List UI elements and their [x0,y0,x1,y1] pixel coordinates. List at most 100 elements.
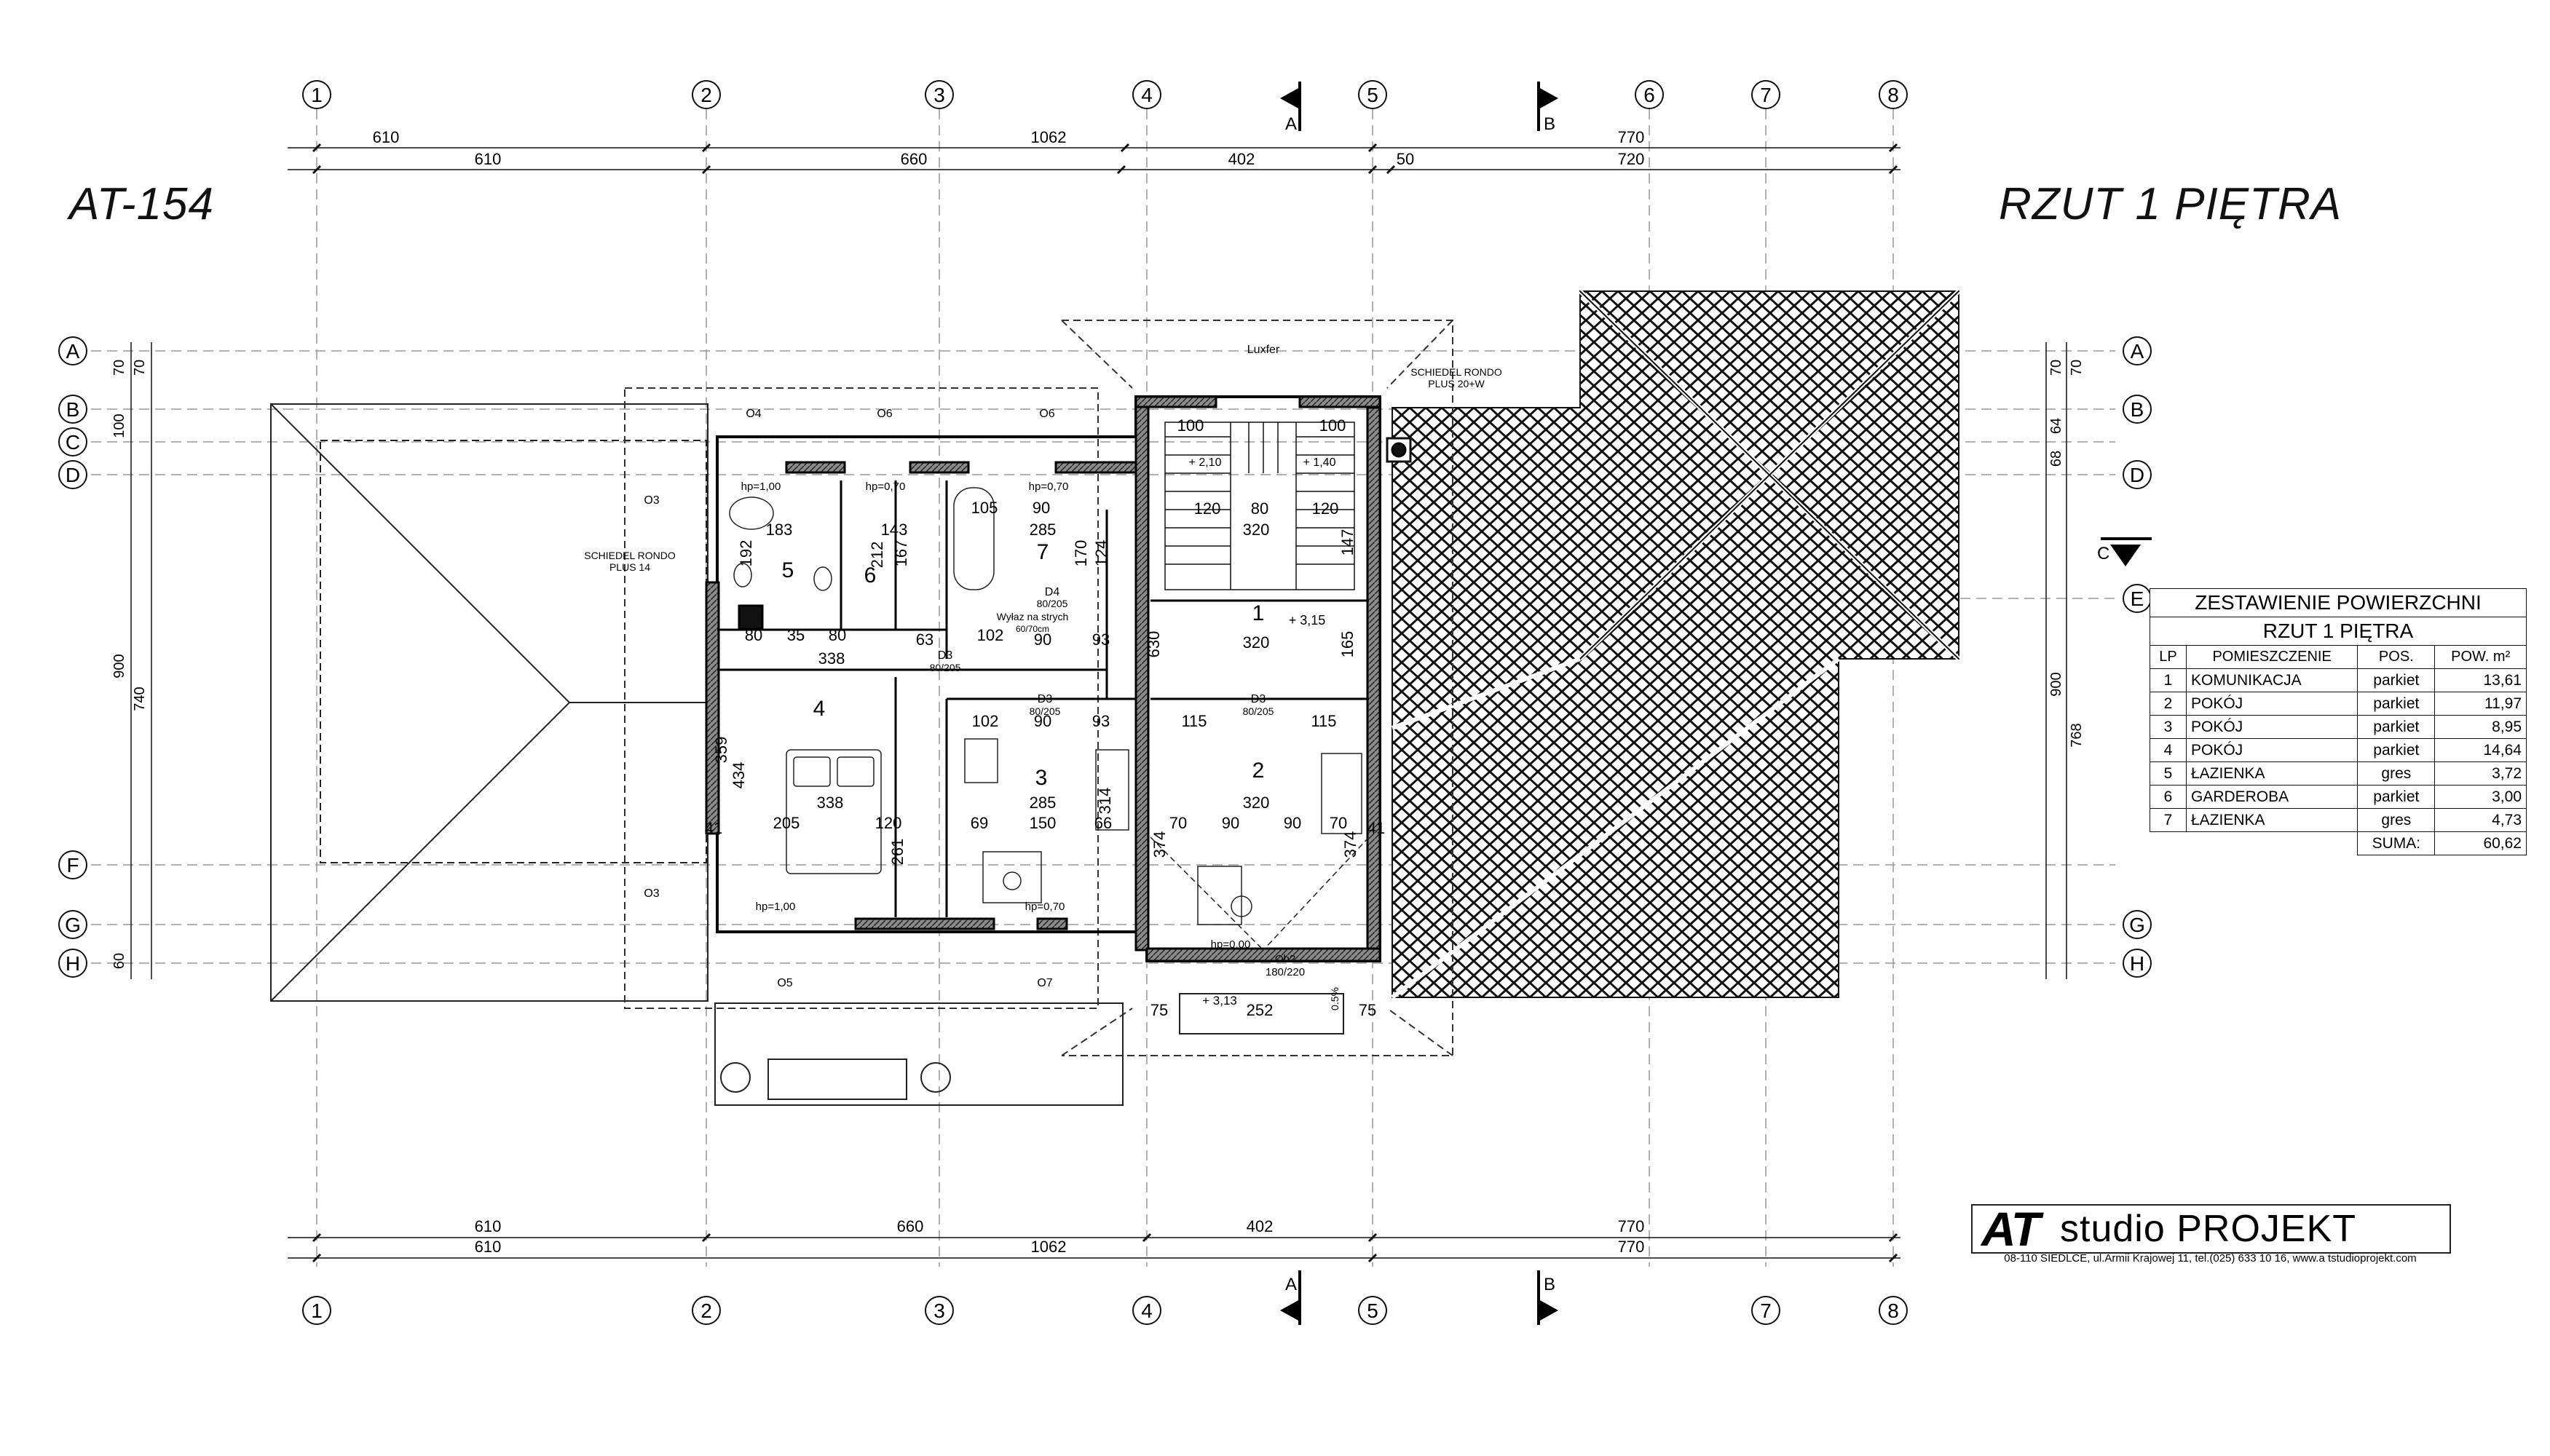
svg-text:A: A [1285,1275,1297,1294]
room-dimension: 66 [1094,814,1112,832]
plan-annotation: 0.5% [1329,987,1341,1010]
dim-label: 770 [1618,128,1645,146]
logo-mark: AT [1981,1202,2040,1256]
room-dimension: 41 [1367,819,1385,837]
room-dimension: 359 [712,737,730,764]
plan-annotation: 60/70cm [1016,624,1049,634]
plan-annotation: D4 [1045,586,1060,598]
plan-annotation: D3 [938,649,953,662]
plan-annotation: O4 [746,408,761,420]
axis-bubble-bottom: 5 [1358,1296,1387,1325]
svg-text:H: H [66,952,80,975]
dim-label: 768 [2069,723,2085,747]
room-dimension: 90 [1033,499,1050,517]
room-dimension: 120 [1312,499,1339,518]
room-dimension: 143 [881,521,908,539]
plan-annotation: hp=1,00 [756,901,796,913]
room-dimension: 102 [977,626,1004,644]
svg-text:7: 7 [1760,84,1772,106]
svg-text:3: 3 [933,84,945,106]
room-dimension: 285 [1030,794,1057,812]
logo-frame [1971,1204,2451,1254]
room-dimension: 120 [1194,499,1221,518]
svg-text:4: 4 [1141,84,1153,106]
room-dimension: 75 [1150,1001,1168,1019]
svg-text:B: B [1544,114,1555,134]
dim-label: 610 [475,150,502,168]
plan-annotation: O6 [1039,408,1054,420]
plan-annotation: 80/205 [930,662,961,673]
room-dimension: 374 [1341,831,1359,858]
plan-annotation: + 1,40 [1303,456,1336,469]
room-number: 3 [1035,766,1048,790]
dim-label: 70 [132,360,148,376]
plan-annotation: PLUS 14 [609,561,650,573]
row-lp: 4 [2150,738,2187,762]
room-number: 2 [1252,759,1265,783]
axis-bubble-left: G [58,910,87,939]
sum-label: SUMA: [2357,831,2436,855]
plan-annotation: + 2,10 [1189,456,1222,469]
svg-text:D: D [66,464,80,486]
col-header-area: POW. m² [2434,645,2527,669]
room-dimension: 192 [737,540,755,567]
row-room: POKÓJ [2185,692,2358,716]
axis-bubble-right: H [2123,949,2152,978]
axis-bubble-bottom: 1 [302,1296,331,1325]
axis-bubble-left: H [58,949,87,978]
room-dimension: 90 [1284,814,1301,832]
svg-text:C: C [2097,544,2109,563]
row-lp: 3 [2150,715,2187,739]
svg-text:8: 8 [1887,1299,1899,1322]
row-area: 14,64 [2434,738,2527,762]
dim-label: 610 [373,128,400,146]
dim-label: 740 [132,687,148,711]
room-number: 4 [813,697,826,721]
room-dimension: 147 [1338,529,1357,556]
axis-bubble-right: D [2123,460,2152,489]
axis-bubble-top: 3 [925,80,954,109]
room-dimension: 183 [766,521,793,539]
plan-annotation: + 3,15 [1289,613,1326,628]
row-floor: parkiet [2357,692,2436,716]
room-dimension: 320 [1243,521,1270,539]
row-lp: 7 [2150,808,2187,832]
plan-annotation: SCHIEDEL RONDO [1410,366,1502,378]
row-room: ŁAZIENKA [2185,808,2358,832]
dim-label: 610 [475,1217,502,1235]
plan-annotation: O3 [644,494,659,507]
plan-annotation: hp=0,70 [866,480,906,493]
tiled-roof-right [1391,289,1961,1000]
plan-annotation: O3 [644,887,659,900]
room-dimension: 338 [818,649,845,668]
axis-bubble-right: G [2123,910,2152,939]
axis-bubble-left: A [58,336,87,365]
dim-label: 70 [111,360,127,376]
axis-bubble-bottom: 8 [1879,1296,1908,1325]
row-area: 11,97 [2434,692,2527,716]
plan-annotation: PLUS 20+W [1428,378,1485,389]
room-dimension: 93 [1092,630,1110,649]
room-dimension: 90 [1222,814,1239,832]
svg-text:F: F [66,854,79,877]
svg-text:2: 2 [700,1299,712,1322]
dim-label: 660 [901,150,928,168]
room-dimension: 314 [1096,788,1114,815]
axis-bubble-bottom: 2 [692,1296,721,1325]
plan-annotation: Ob2 [1275,953,1295,965]
room-dimension: 63 [916,630,933,649]
studio-logo: AT studio PROJEKT 08-110 SIEDLCE, ul.Arm… [1971,1202,2451,1265]
room-dimension: 320 [1243,794,1270,812]
row-lp: 2 [2150,692,2187,716]
dim-label: 900 [2048,672,2064,696]
room-dimension: 100 [1177,416,1204,435]
room-dimension: 105 [971,499,998,517]
room-dimension: 338 [817,794,844,812]
room-dimension: 80 [745,626,762,644]
